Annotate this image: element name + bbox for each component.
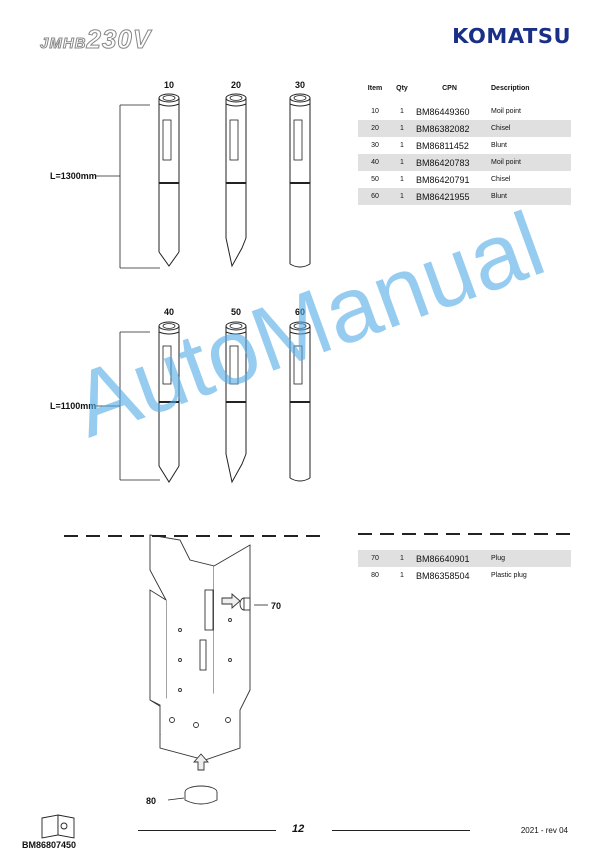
col-qty: Qty: [396, 85, 408, 92]
callout-60: 60: [295, 307, 305, 317]
model-logo: JMHB230V: [40, 24, 151, 55]
table-row: 30 1 BM86811452 Blunt: [371, 140, 507, 151]
table-row: 70 1 BM86640901 Plug: [358, 550, 571, 567]
manual-book-icon: [41, 814, 75, 839]
callout-10: 10: [164, 80, 174, 90]
callout-30: 30: [295, 80, 305, 90]
section-divider-left: [64, 535, 328, 537]
tool-10-moil-point: [158, 93, 180, 267]
tool-20-chisel: [225, 93, 247, 268]
col-cpn: CPN: [442, 85, 457, 92]
doc-code: BM86807450: [22, 840, 77, 850]
tool-40-moil-point: [158, 321, 180, 483]
plug-table: 70 1 BM86640901 Plug 80 1 BM86358504 Pla…: [358, 550, 571, 584]
breaker-housing: [149, 534, 251, 805]
revision: 2021 - rev 04: [520, 826, 568, 835]
callout-70: 70: [271, 601, 281, 611]
table-row: 60 1 BM86421955 Blunt: [358, 188, 571, 205]
callout-20: 20: [231, 80, 241, 90]
page-number: 12: [292, 823, 305, 835]
length-label-upper: L=1300mm: [50, 171, 97, 181]
tool-30-blunt: [289, 93, 311, 268]
callout-80: 80: [146, 796, 156, 806]
table-row: 20 1 BM86382082 Chisel: [358, 120, 571, 137]
model-prefix: JMHB: [40, 35, 87, 53]
length-label-lower: L=1100mm: [50, 401, 96, 411]
tool-50-chisel: [225, 321, 247, 484]
callout-50: 50: [231, 307, 241, 317]
section-divider-right: [358, 533, 570, 535]
footer-rule-right: [332, 830, 470, 831]
parts-table-header: Item Qty CPN Description: [358, 80, 571, 97]
col-description: Description: [491, 85, 530, 92]
table-row: 80 1 BM86358504 Plastic plug: [371, 570, 527, 581]
table-row: 40 1 BM86420783 Moil point: [358, 154, 571, 171]
callout-40: 40: [164, 307, 174, 317]
footer-rule-left: [138, 830, 276, 831]
tool-60-blunt: [289, 321, 311, 482]
table-row: 50 1 BM86420791 Chisel: [371, 174, 511, 185]
model-number: 230V: [86, 24, 152, 55]
col-item: Item: [367, 85, 383, 92]
table-row: 10 1 BM86449360 Moil point: [371, 106, 521, 117]
brand-logo: KOMATSU: [451, 24, 571, 48]
parts-table: Item Qty CPN Description 10 1 BM86449360…: [358, 80, 571, 205]
